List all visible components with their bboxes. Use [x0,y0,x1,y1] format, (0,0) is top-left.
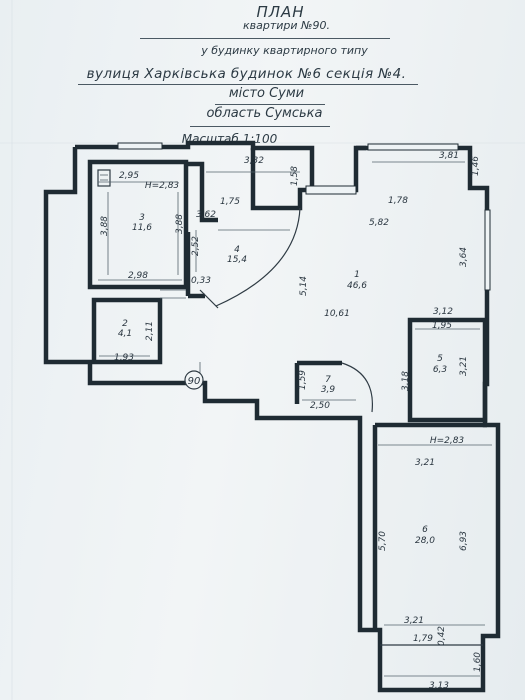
dim-1-58: 1,58 [290,166,300,186]
room-5-walls [407,317,488,423]
city: місто Суми [228,86,305,101]
dim-2-52: 2,52 [191,236,201,256]
room-7-door-arc [341,362,374,413]
dim-3-13: 3,13 [429,681,449,691]
dim-1-95: 1,95 [432,321,452,331]
dim-3-12: 3,12 [433,307,453,317]
dim-1-75: 1,75 [220,197,240,207]
underline-1 [140,38,390,39]
dim-2-50: 2,50 [310,401,330,411]
room-6-height: Н=2,83 [430,436,465,446]
room-2-area: 4,1 [118,329,132,339]
dim-1-93: 1.93 [114,353,134,363]
underline-2 [78,84,418,85]
dim-1-79: 1,79 [413,634,433,644]
room-4-number: 4 [234,245,240,255]
dim-3-21-room5: 3,21 [459,356,469,376]
dim-10-61: 10,61 [324,309,350,319]
dim-3-88-right: 3,88 [175,214,185,234]
axis-marker-label: 90 [188,376,201,387]
room-1-number: 1 [354,270,360,280]
room-1-area: 46,6 [347,281,367,291]
dim-1-46: 1,46 [471,156,481,176]
dim-1-59: 1,59 [298,370,308,390]
room-5-number: 5 [437,354,443,364]
room-4-area: 15,4 [227,255,247,265]
dim-3-21-bottom: 3,21 [404,616,424,626]
dim-2-95: 2,95 [119,171,139,181]
room-3-area: 11,6 [132,223,152,233]
dim-1-60: 1,60 [473,652,483,672]
outer-wall-left [43,140,501,693]
dim-3-32: 3,32 [244,156,264,166]
dim-0-42: 0,42 [437,626,447,646]
plan-title: ПЛАН [256,3,305,21]
room-6-number: 6 [422,525,428,535]
dim-3-64: 3,64 [459,247,469,267]
region: область Сумська [206,106,323,121]
room-2-walls [91,297,163,365]
dim-5-82: 5,82 [369,218,389,228]
room-5-area: 6,3 [433,365,448,375]
room-7-number: 7 [325,375,331,385]
room-7-area: 3,9 [321,385,336,395]
underline-3 [215,104,325,105]
room-6-area: 28,0 [415,536,435,546]
dim-2-11: 2,11 [145,321,155,341]
room-4-door-leaf [199,289,219,309]
dim-1-78: 1,78 [388,196,408,206]
dim-3-88-left: 3,88 [100,216,110,236]
street-address: вулиця Харківська будинок №6 секція №4. [86,66,407,82]
dim-3-21-top: 3,21 [415,458,435,468]
dim-6-93: 6,93 [459,531,469,551]
dim-3-62: 3,62 [196,210,216,220]
dim-3-18: 3,18 [401,371,411,391]
building-type: у будинку квартирного типу [201,44,368,57]
room-3-walls [87,159,189,290]
bath-fixture [97,169,111,187]
room-3-number: 3 [139,213,145,223]
dim-5-70: 5,70 [378,531,388,551]
room-2-number: 2 [122,319,128,329]
axis-marker-circle [184,370,204,390]
dim-2-98: 2,98 [128,271,148,281]
room-4-wall [186,161,218,223]
dim-3-81: 3,81 [439,151,459,161]
room-3-height: Н=2,83 [145,181,180,191]
dim-0-33: 0,33 [191,276,211,286]
dim-5-14: 5,14 [299,276,309,296]
room-4-door-arc [215,207,301,307]
underline-4 [190,126,330,127]
apartment-number: квартири №90. [243,19,330,32]
